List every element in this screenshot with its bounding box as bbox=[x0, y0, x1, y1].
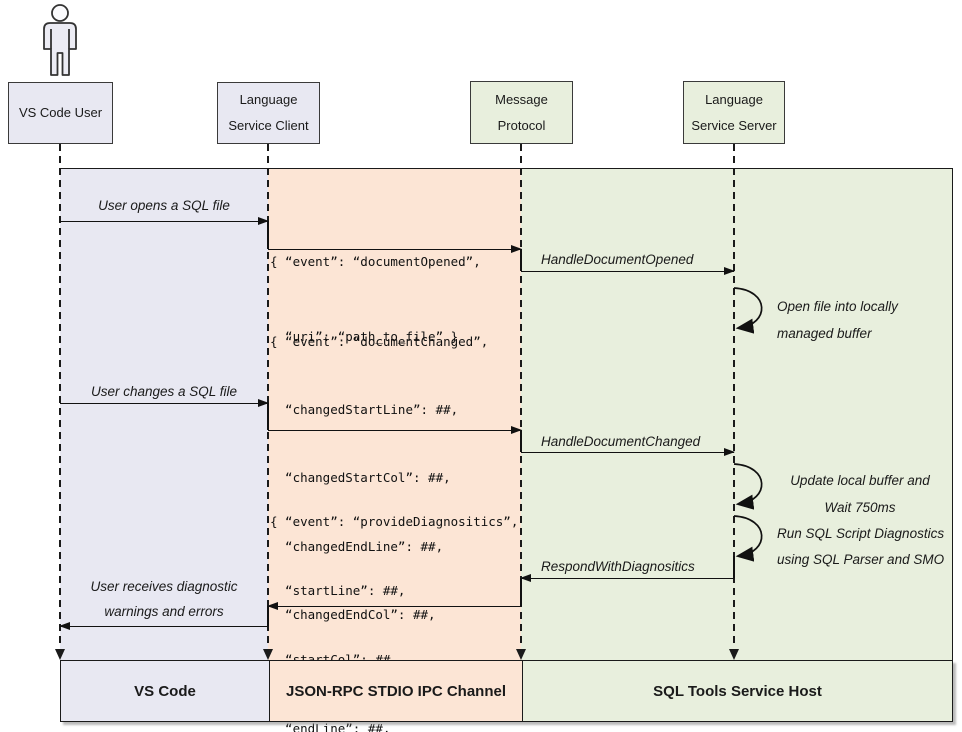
json-line: “changedEndLine”: ##, bbox=[270, 538, 444, 554]
label-user-changes-file: User changes a SQL file bbox=[90, 384, 238, 399]
lifeline-client bbox=[267, 144, 269, 648]
lifeline-server bbox=[733, 144, 735, 648]
note-run-sql-diagnostics: Run SQL Script Diagnostics using SQL Par… bbox=[777, 521, 944, 573]
label-line: warnings and errors bbox=[104, 604, 224, 619]
arrow-diagnostics-msg bbox=[267, 601, 521, 610]
footer-box-vscode: VS Code bbox=[61, 661, 269, 721]
json-line: “uri”: “path_to_file” } bbox=[270, 329, 459, 344]
arrow-user-opens-file bbox=[60, 216, 269, 225]
json-line: { “event”: “documentOpened”, bbox=[270, 254, 481, 269]
json-line: “changedEndCol”: ##, bbox=[270, 607, 436, 623]
note-line: Run SQL Script Diagnostics bbox=[777, 526, 945, 541]
label-line: User receives diagnostic bbox=[90, 579, 238, 594]
arrow-document-opened-msg bbox=[268, 244, 522, 253]
actor-label-line: Service Client bbox=[228, 118, 309, 133]
actor-label-line: Protocol bbox=[497, 117, 546, 133]
footer-box-ipc-channel: JSON-RPC STDIO IPC Channel bbox=[269, 661, 522, 721]
actor-label-line: Message bbox=[495, 91, 548, 107]
user-actor-icon bbox=[43, 4, 77, 76]
json-line: { “event”: “provideDiagnositics”, bbox=[270, 514, 519, 529]
json-document-opened: { “event”: “documentOpened”, “uri”: “pat… bbox=[270, 199, 481, 399]
json-line: “changedStartCol”: ##, bbox=[270, 470, 451, 486]
connector bbox=[520, 578, 522, 606]
arrow-handle-document-opened bbox=[521, 266, 735, 275]
actor-box-language-service-server: Language Service Server bbox=[683, 81, 785, 144]
json-line: { “event”: “documentChanged”, bbox=[270, 333, 489, 349]
note-update-buffer-wait: Update local buffer and Wait 750ms bbox=[770, 467, 950, 521]
lifeline-protocol bbox=[520, 144, 522, 648]
actor-label-line: Language bbox=[705, 91, 763, 107]
label-user-receives-diagnostics: User receives diagnostic warnings and er… bbox=[60, 574, 268, 624]
connector bbox=[267, 221, 269, 249]
arrow-user-changes-file bbox=[60, 398, 269, 407]
json-line: “endLine”: ##, bbox=[270, 721, 391, 732]
note-line: Update local buffer and bbox=[790, 473, 930, 488]
label-handle-document-opened: HandleDocumentOpened bbox=[541, 252, 694, 267]
swim-lanes bbox=[60, 168, 953, 660]
lane-service-host bbox=[521, 169, 952, 660]
footer-box-service-host: SQL Tools Service Host bbox=[522, 661, 952, 721]
arrow-respond-with-diagnostics bbox=[520, 573, 734, 582]
connector bbox=[520, 430, 522, 452]
lifeline-protocol-arrow-icon bbox=[515, 649, 526, 660]
connector bbox=[267, 403, 269, 430]
connector bbox=[267, 606, 269, 626]
arrow-user-receives-diagnostics bbox=[59, 621, 268, 630]
arrow-handle-document-changed bbox=[521, 447, 735, 456]
note-line: Wait 750ms bbox=[824, 500, 896, 515]
note-line: Open file into locally bbox=[777, 299, 898, 314]
footer-lane-boxes: VS Code JSON-RPC STDIO IPC Channel SQL T… bbox=[60, 660, 953, 722]
actor-box-language-service-client: Language Service Client bbox=[217, 82, 320, 144]
actor-label: VS Code User bbox=[18, 105, 103, 120]
json-line: “changedStartLine”: ##, bbox=[270, 401, 459, 417]
note-line: using SQL Parser and SMO bbox=[777, 552, 945, 567]
connector bbox=[520, 249, 522, 271]
lane-ipc-channel bbox=[268, 169, 521, 660]
lifeline-server-arrow-icon bbox=[728, 649, 739, 660]
note-line: managed buffer bbox=[777, 326, 872, 341]
label-respond-with-diagnostics: RespondWithDiagnositics bbox=[541, 559, 695, 574]
lane-vscode bbox=[60, 169, 268, 660]
connector bbox=[733, 556, 735, 578]
lifeline-user bbox=[59, 144, 61, 648]
actor-box-vscode-user: VS Code User bbox=[8, 82, 113, 144]
footer-label: VS Code bbox=[134, 682, 196, 700]
actor-label-line: Service Server bbox=[691, 117, 777, 133]
footer-label: JSON-RPC STDIO IPC Channel bbox=[285, 682, 507, 700]
lifeline-client-arrow-icon bbox=[262, 649, 273, 660]
actor-box-message-protocol: Message Protocol bbox=[470, 81, 573, 144]
arrow-document-changed-msg bbox=[268, 425, 522, 434]
lifeline-user-arrow-icon bbox=[54, 649, 65, 660]
actor-label-line: Language bbox=[239, 92, 298, 107]
label-handle-document-changed: HandleDocumentChanged bbox=[541, 434, 701, 449]
label-user-opens-file: User opens a SQL file bbox=[98, 198, 230, 213]
note-open-file-buffer: Open file into locally managed buffer bbox=[777, 293, 898, 347]
json-line: “startLine”: ##, bbox=[270, 583, 406, 598]
footer-label: SQL Tools Service Host bbox=[653, 682, 822, 700]
